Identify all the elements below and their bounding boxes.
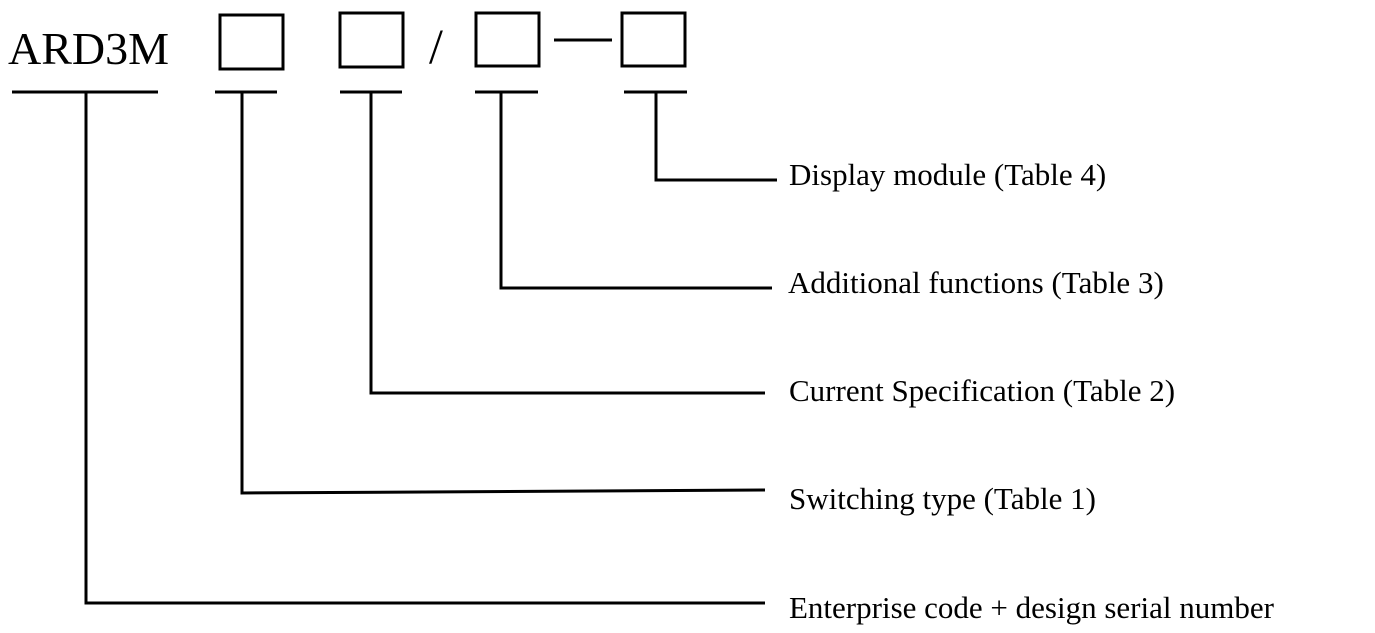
display-module-box: [620, 11, 687, 68]
display-module-label: Display module (Table 4): [789, 157, 1106, 192]
model-prefix: ARD3M: [8, 23, 169, 74]
display-module-leader: [654, 92, 777, 182]
current-spec-box: [338, 11, 405, 69]
switching-type-leader: [240, 92, 766, 495]
current-spec-leader: [369, 92, 765, 395]
enterprise-code-label: Enterprise code + design serial number: [789, 590, 1275, 625]
current-spec-label: Current Specification (Table 2): [789, 373, 1175, 408]
additional-functions-leader: [499, 92, 772, 290]
switching-type-label: Switching type (Table 1): [789, 481, 1096, 516]
slash-separator: /: [429, 18, 443, 74]
enterprise-code-leader: [84, 92, 765, 605]
switching-type-box: [218, 13, 285, 71]
additional-functions-label: Additional functions (Table 3): [788, 265, 1164, 300]
additional-functions-box: [474, 11, 541, 68]
